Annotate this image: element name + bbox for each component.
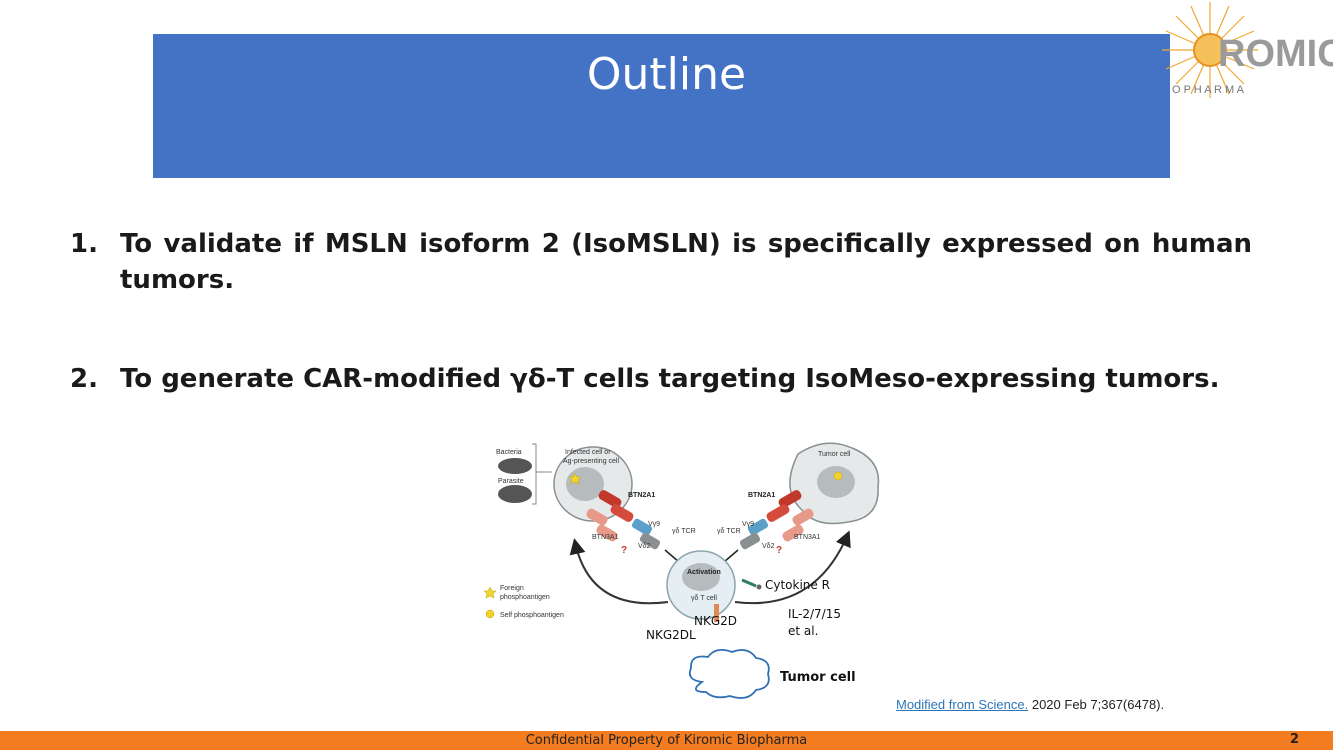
- label-tcr-right: γδ TCR: [717, 528, 741, 535]
- label-btn3a1-left: BTN3A1: [592, 534, 619, 541]
- self-pag-icon: [485, 609, 495, 619]
- label-vd2-right: Vδ2: [762, 543, 775, 550]
- t-cell-nucleus: [682, 563, 720, 591]
- label-nkg2dl: NKG2DL: [646, 628, 696, 642]
- label-tcr-left: γδ TCR: [672, 528, 696, 535]
- curved-arrow-right: [734, 530, 851, 605]
- citation-rest: 2020 Feb 7;367(6478).: [1028, 697, 1165, 712]
- label-self-pag: Self phosphoantigen: [500, 612, 564, 619]
- objective-text: To generate CAR-modified γδ-T cells targ…: [120, 364, 1220, 394]
- tumor-nucleus: [817, 466, 855, 498]
- kiromic-logo: ROMIC O P H A R M A: [1160, 0, 1333, 110]
- cytokine-receptor-icon: [741, 578, 757, 588]
- infected-nucleus: [566, 467, 604, 501]
- title-banner: [153, 34, 1170, 178]
- gd-t-cell-diagram: Bacteria Parasite Infected cell or Ag-pr…: [480, 432, 900, 712]
- label-btn2a1-left: BTN2A1: [628, 492, 655, 499]
- logo-subtitle: O P H A R M A: [1172, 84, 1245, 96]
- footer-bar: [0, 731, 1333, 750]
- objective-item: 1. To validate if MSLN isoform 2 (IsoMSLN…: [70, 226, 1252, 298]
- question-mark-left: ?: [621, 545, 627, 556]
- label-cytokine-r: Cytokine R: [765, 578, 830, 592]
- btn-molecules-right: [739, 490, 814, 550]
- page-number: 2: [1289, 732, 1299, 747]
- bacteria-icon: [498, 458, 532, 474]
- tumor-cell-cloud: [688, 648, 770, 699]
- objective-text: To validate if MSLN isoform 2 (IsoMSLN) …: [120, 229, 1252, 295]
- label-vd2-left: Vδ2: [638, 543, 651, 550]
- label-activation: Activation: [687, 569, 721, 576]
- label-vg9-right: Vγ9: [742, 521, 754, 528]
- parasite-icon: [498, 485, 532, 503]
- label-il: IL-2/7/15: [788, 607, 841, 621]
- label-foreign-pag-2: phosphoantigen: [500, 594, 550, 601]
- objective-number: 2.: [70, 364, 98, 394]
- label-infected-cell: Infected cell or: [565, 449, 611, 456]
- label-tumor-cell-top: Tumor cell: [818, 451, 851, 458]
- nkg2d-receptor-icon: [714, 604, 719, 622]
- logo-wordmark: ROMIC: [1218, 33, 1333, 75]
- label-tumor-cell-bottom: Tumor cell: [780, 670, 856, 685]
- objective-list: 1. To validate if MSLN isoform 2 (IsoMSLN…: [70, 226, 1252, 397]
- citation: Modified from Science. 2020 Feb 7;367(64…: [896, 697, 1164, 712]
- label-foreign-pag: Foreign: [500, 585, 524, 592]
- label-nkg2d: NKG2D: [694, 614, 738, 628]
- label-vg9-left: Vγ9: [648, 521, 660, 528]
- slide-title: Outline: [586, 49, 747, 100]
- label-parasite: Parasite: [498, 478, 524, 485]
- objective-item: 2. To generate CAR-modified γδ-T cells ta…: [70, 361, 1252, 397]
- objective-number: 1.: [70, 229, 98, 259]
- footer-text: Confidential Property of Kiromic Biophar…: [525, 733, 808, 748]
- foreign-pag-icon: [483, 586, 497, 599]
- label-infected-cell-2: Ag-presenting cell: [563, 458, 619, 465]
- citation-link[interactable]: Modified from Science.: [896, 697, 1029, 712]
- label-btn3a1-right: BTN3A1: [794, 534, 821, 541]
- self-pag-mark: [833, 471, 843, 481]
- bracket: [532, 443, 552, 505]
- label-bacteria: Bacteria: [496, 449, 522, 456]
- sun-icon: [1162, 2, 1258, 98]
- btn-molecules-left: [586, 490, 661, 550]
- label-et-al: et al.: [788, 624, 819, 638]
- label-btn2a1-right: BTN2A1: [748, 492, 775, 499]
- foreign-pag-mark: [568, 472, 582, 485]
- cytokine-dot: [756, 584, 762, 590]
- curved-arrow-left: [569, 538, 669, 605]
- question-mark-right: ?: [776, 545, 782, 556]
- label-gd-t-cell: γδ T cell: [691, 595, 717, 602]
